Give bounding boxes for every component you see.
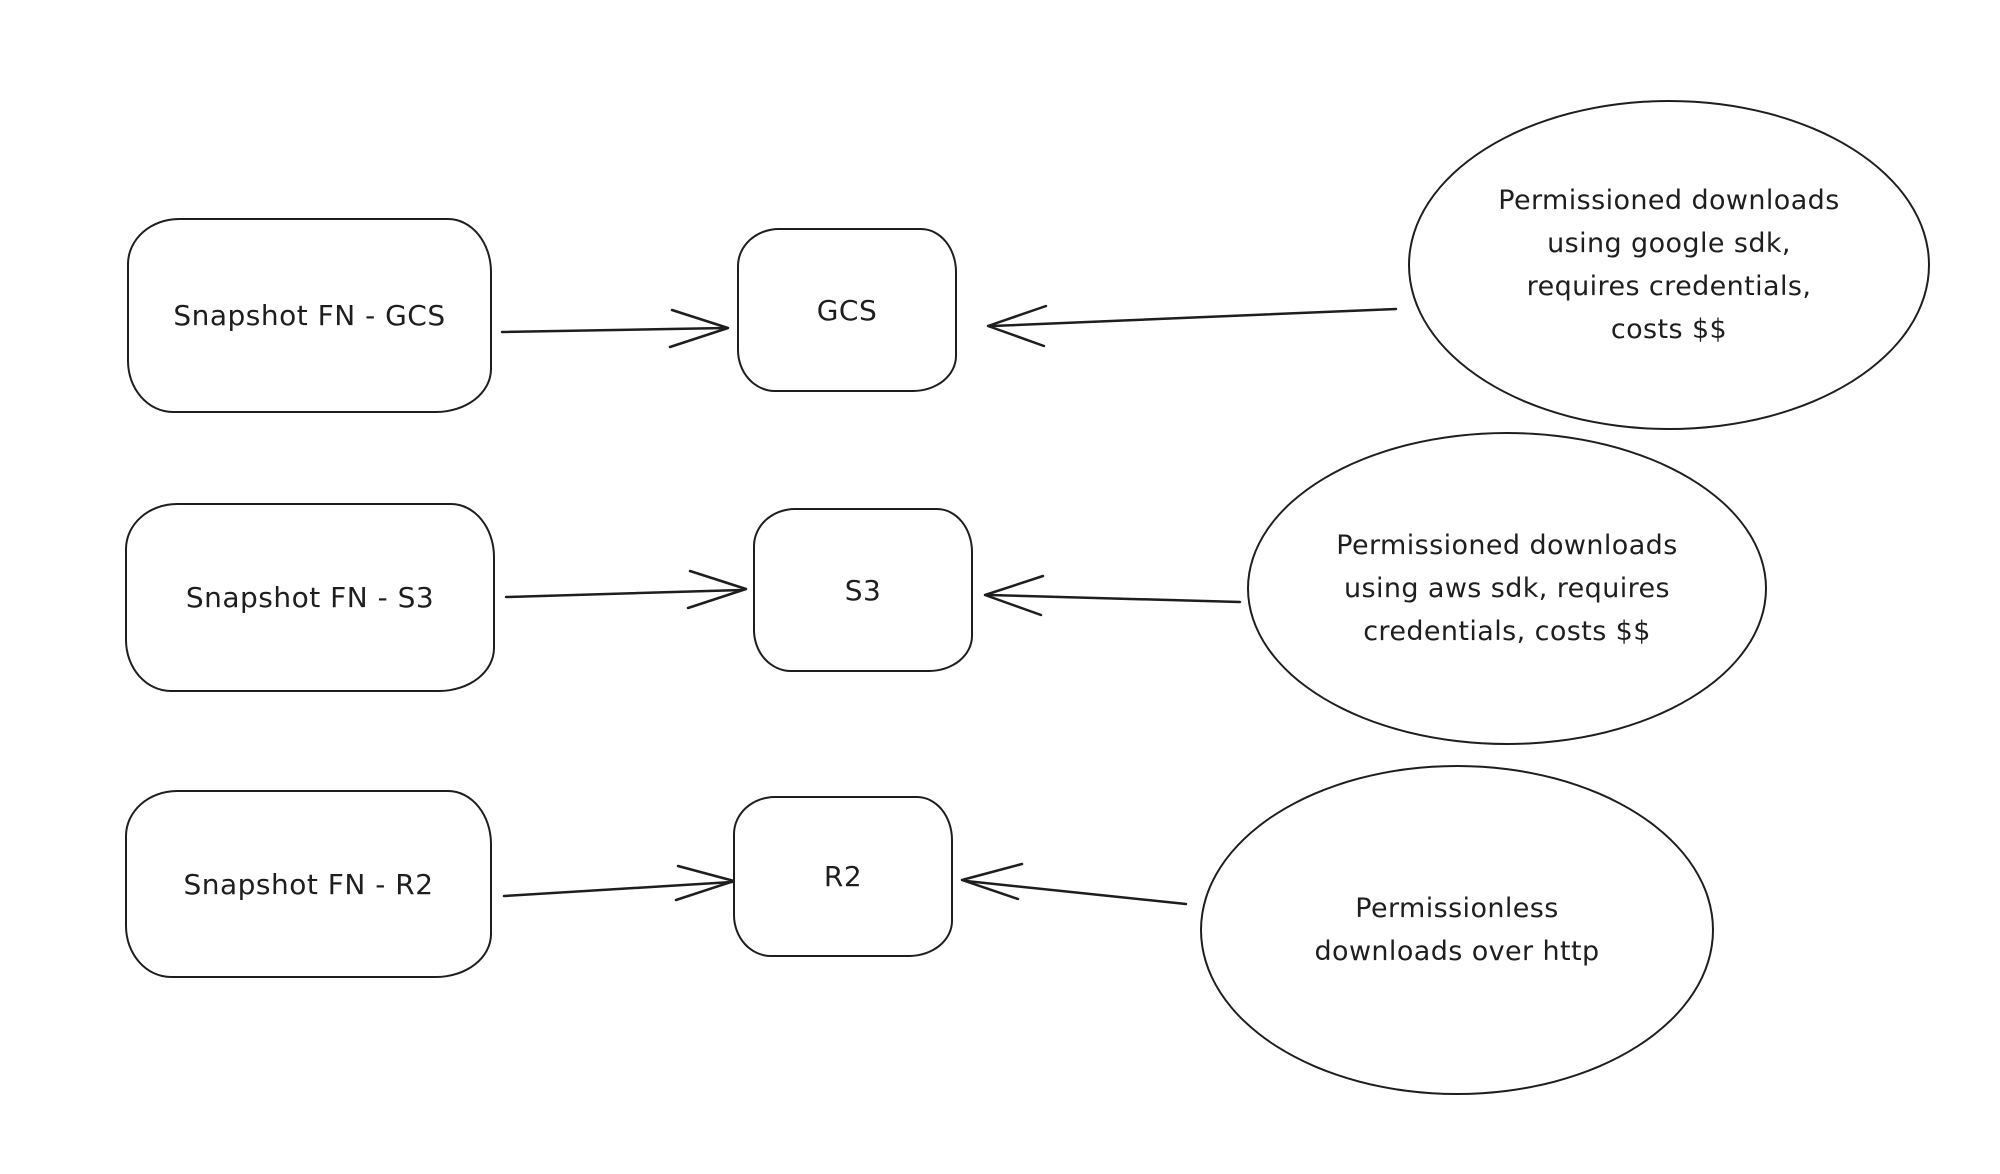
- node-s3: S3: [753, 508, 973, 672]
- arrow-snapshot-gcs-to-gcs: [500, 308, 730, 349]
- arrow-note-r2-to-r2: [960, 862, 1188, 906]
- node-label: GCS: [816, 293, 878, 327]
- node-label: Snapshot FN - S3: [185, 581, 435, 614]
- note-line: requires credentials,: [1526, 271, 1812, 302]
- arrow-snapshot-r2-to-r2: [502, 864, 736, 902]
- node-label: Snapshot FN - GCS: [173, 299, 446, 332]
- arrow-snapshot-s3-to-s3: [504, 569, 748, 610]
- node-gcs: GCS: [737, 228, 957, 392]
- note-line: Permissioned downloads: [1336, 530, 1678, 561]
- arrow-note-gcs-to-gcs: [986, 304, 1398, 348]
- note-line: downloads over http: [1314, 936, 1600, 967]
- note-ellipse-gcs: Permissioned downloads using google sdk,…: [1408, 100, 1930, 430]
- node-label: Snapshot FN - R2: [183, 867, 434, 901]
- node-snapshot-fn-s3: Snapshot FN - S3: [125, 503, 495, 692]
- note-ellipse-r2: Permissionless downloads over http: [1200, 765, 1714, 1095]
- note-line: Permissioned downloads: [1498, 185, 1840, 216]
- note-line: credentials, costs $$: [1363, 616, 1651, 647]
- arrow-note-s3-to-s3: [983, 574, 1242, 617]
- note-line: using aws sdk, requires: [1343, 573, 1671, 604]
- node-snapshot-fn-r2: Snapshot FN - R2: [125, 790, 492, 978]
- node-r2: R2: [733, 796, 953, 957]
- note-ellipse-s3: Permissioned downloads using aws sdk, re…: [1247, 432, 1767, 745]
- node-label: S3: [844, 573, 882, 607]
- note-line: Permissionless: [1355, 893, 1559, 924]
- note-line: using google sdk,: [1547, 228, 1791, 259]
- node-label: R2: [823, 860, 863, 893]
- node-snapshot-fn-gcs: Snapshot FN - GCS: [127, 218, 492, 413]
- note-line: costs $$: [1610, 314, 1728, 345]
